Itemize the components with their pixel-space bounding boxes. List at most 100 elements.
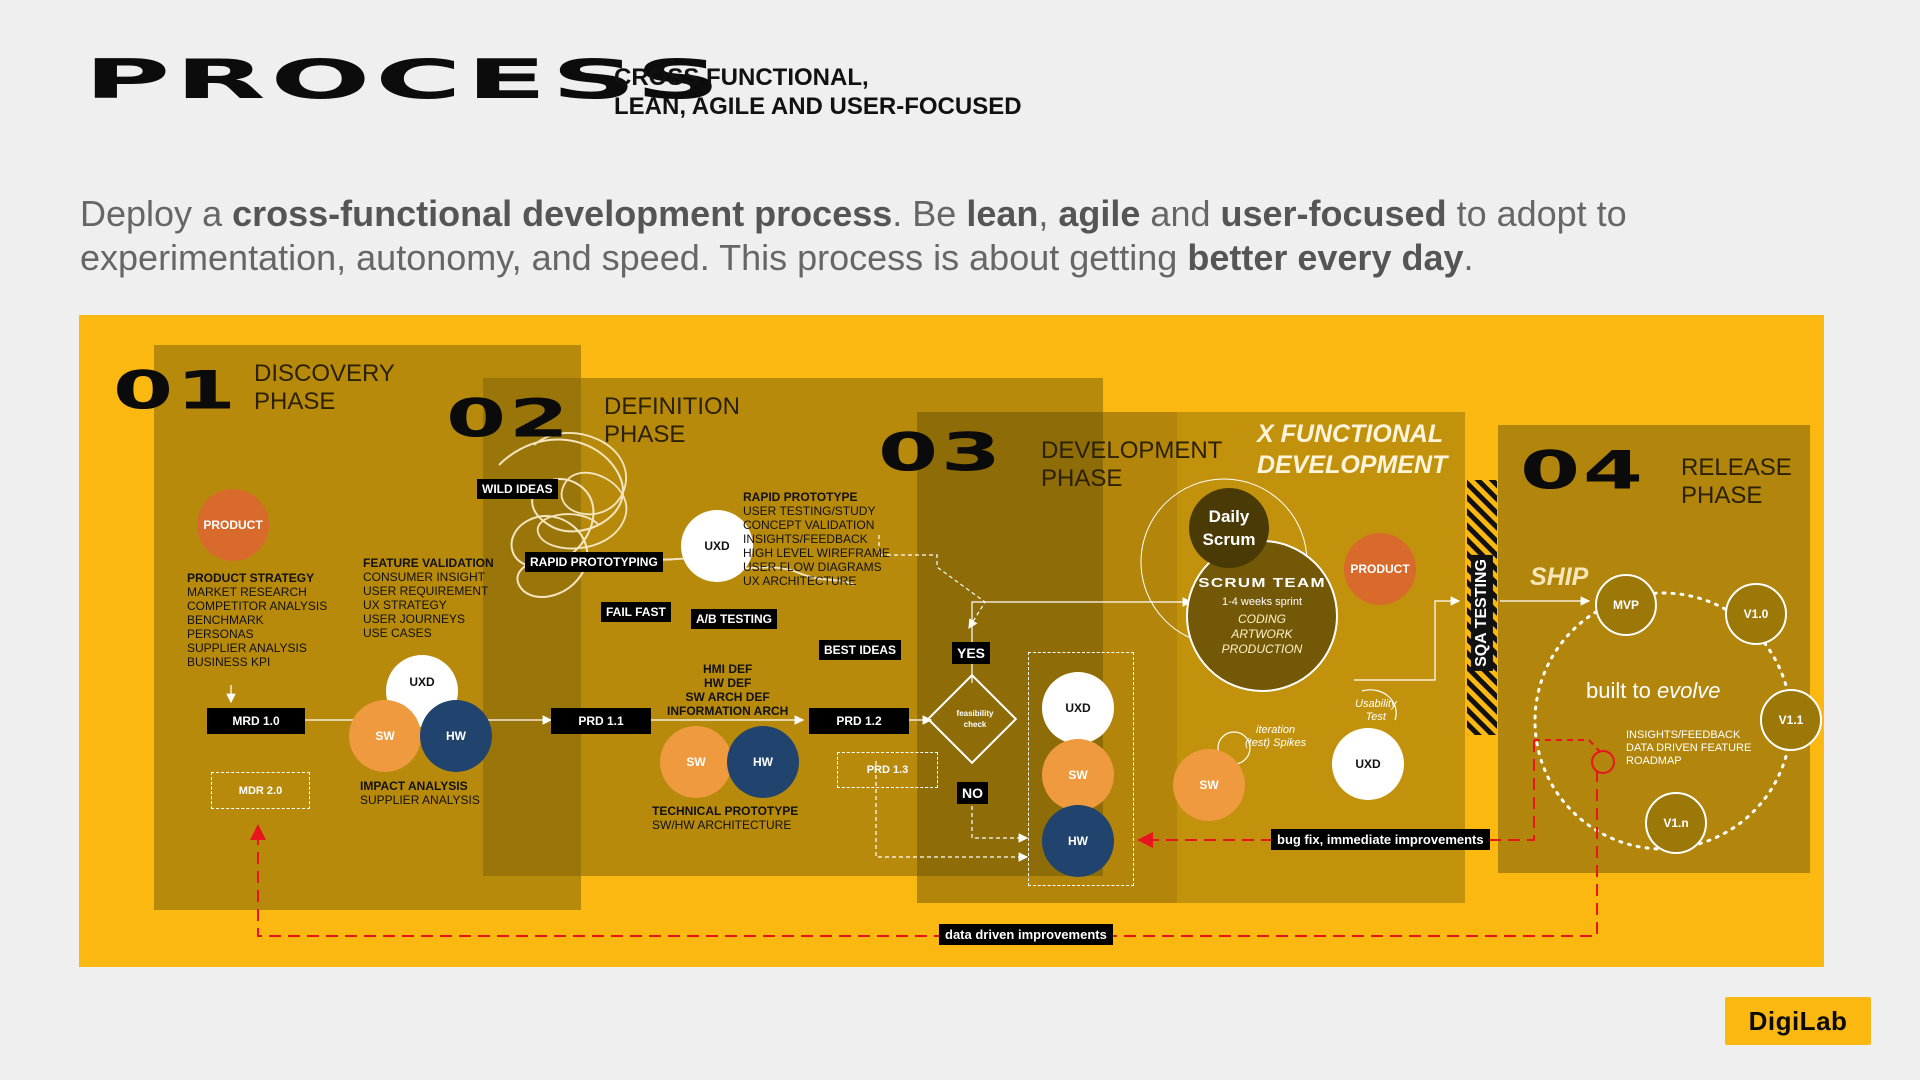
- phase-name-line: PHASE: [1681, 482, 1763, 509]
- list-item: USER JOURNEYS: [363, 612, 466, 626]
- list-item: MARKET RESEARCH: [187, 585, 307, 599]
- evolve-text: built to: [1586, 678, 1657, 703]
- hw-circle: HW: [1042, 805, 1114, 877]
- intro-text: and: [1140, 193, 1221, 234]
- list-item: COMPETITOR ANALYSIS: [187, 599, 328, 613]
- xfunctional-line: X FUNCTIONAL: [1257, 420, 1444, 448]
- feasibility-line: feasibility: [956, 709, 994, 718]
- list-item: USER FLOW DIAGRAMS: [743, 560, 882, 574]
- uxd-circle: UXD: [681, 510, 753, 582]
- list-item: INFORMATION ARCH: [667, 704, 789, 718]
- uxd-circle: UXD: [1042, 672, 1114, 744]
- list-item: CONSUMER INSIGHT: [363, 570, 486, 584]
- usability-loop: [1361, 689, 1397, 721]
- list-item: TECHNICAL PROTOTYPE: [652, 804, 799, 818]
- digilab-logo: DigiLab: [1725, 997, 1871, 1045]
- phase-name-line: DEFINITION: [604, 393, 740, 420]
- page-title: PROCESS: [84, 46, 726, 112]
- built-to-evolve-label: built to evolve: [1586, 678, 1721, 704]
- list-item: SUPPLIER ANALYSIS: [187, 641, 307, 655]
- phase-03-name: DEVELOPMENT PHASE: [1041, 437, 1222, 493]
- list-item: DATA DRIVEN FEATURE: [1626, 742, 1752, 754]
- hw-circle: HW: [727, 726, 799, 798]
- connector: [878, 535, 986, 630]
- feasibility-check-label: feasibility check: [937, 708, 1013, 730]
- list-item: ARTWORK: [1231, 627, 1293, 641]
- iteration-line: (test) Spikes: [1245, 737, 1307, 749]
- list-item: PRODUCTION: [1221, 642, 1303, 656]
- intro-paragraph: Deploy a cross-functional development pr…: [80, 192, 1640, 280]
- mrd-block: MRD 1.0: [207, 708, 305, 734]
- list-item: HIGH LEVEL WIREFRAME: [743, 546, 890, 560]
- list-item: USER REQUIREMENT: [363, 584, 489, 598]
- phase-name-line: PHASE: [1041, 465, 1123, 492]
- yes-tag: YES: [952, 642, 991, 664]
- mvp-circle: MVP: [1595, 574, 1657, 636]
- intro-emphasis: lean: [966, 193, 1039, 234]
- sw-circle: SW: [1173, 749, 1245, 821]
- definition-phase-panel: [483, 378, 1103, 876]
- list-item: RAPID PROTOTYPE: [743, 490, 858, 504]
- list-item: UX STRATEGY: [363, 598, 447, 612]
- release-phase-panel: [1498, 425, 1810, 873]
- data-driven-feedback-line: [250, 770, 1598, 937]
- hw-circle: HW: [420, 700, 492, 772]
- feasibility-line: check: [963, 720, 987, 729]
- intro-text: .: [1463, 237, 1474, 278]
- list-item: CODING: [1237, 612, 1286, 626]
- phase-04-number: 04: [1520, 440, 1646, 502]
- list-item: UX ARCHITECTURE: [743, 574, 857, 588]
- xfunctional-title: X FUNCTIONAL DEVELOPMENT: [1257, 419, 1447, 481]
- iteration-line: iteration: [1256, 724, 1296, 736]
- sw-circle: SW: [660, 726, 732, 798]
- phase-01-name: DISCOVERY PHASE: [254, 360, 395, 416]
- process-board: 01 DISCOVERY PHASE 02 DEFINITION PHASE 0…: [79, 315, 1824, 967]
- connector: [1534, 739, 1604, 756]
- list-item: ROADMAP: [1626, 755, 1682, 767]
- daily-scrum-line: Daily: [1208, 507, 1250, 526]
- intro-emphasis: better every day: [1187, 237, 1464, 278]
- phase-name-line: PHASE: [254, 388, 336, 415]
- usability-line: Test: [1365, 711, 1386, 723]
- list-item: USER TESTING/STUDY: [743, 504, 876, 518]
- sw-circle: SW: [349, 700, 421, 772]
- release-loop-icon: [1591, 750, 1615, 774]
- product-circle: PRODUCT: [1344, 533, 1416, 605]
- subtitle-line-1: CROSS FUNCTIONAL,: [614, 64, 869, 91]
- mdr-block: MDR 2.0: [211, 772, 310, 809]
- list-item: BUSINESS KPI: [187, 655, 271, 669]
- bug-fix-tag: bug fix, immediate improvements: [1271, 829, 1490, 850]
- best-ideas-tag: BEST IDEAS: [819, 640, 902, 660]
- scrum-team-title: SCRUM TEAM: [1198, 575, 1326, 590]
- intro-emphasis: agile: [1058, 193, 1141, 234]
- sqa-testing-text: SQA TESTING: [1471, 554, 1494, 671]
- list-item: INSIGHTS/FEEDBACK: [1626, 729, 1741, 741]
- ab-testing-tag: A/B TESTING: [691, 609, 778, 629]
- usability-test-label: Usability Test: [1355, 698, 1397, 724]
- list-item: INSIGHTS/FEEDBACK: [743, 532, 868, 546]
- connector: [875, 761, 1029, 862]
- wild-ideas-tag: WILD IDEAS: [477, 479, 558, 499]
- list-item: SUPPLIER ANALYSIS: [360, 793, 480, 807]
- connector: [1354, 596, 1461, 681]
- phase-name-line: DEVELOPMENT: [1041, 437, 1223, 464]
- sw-circle: SW: [1042, 739, 1114, 811]
- usability-line: Usability: [1355, 698, 1397, 710]
- data-driven-tag: data driven improvements: [939, 924, 1113, 945]
- scrum-sprint-length: 1-4 weeks sprint: [1221, 596, 1303, 608]
- list-item: HW DEF: [704, 676, 752, 690]
- iteration-spikes-label: iteration (test) Spikes: [1245, 724, 1306, 750]
- fail-fast-tag: FAIL FAST: [601, 602, 671, 622]
- bug-fix-feedback-line: [1137, 740, 1535, 848]
- v1-0-circle: V1.0: [1725, 583, 1787, 645]
- prd-1-2-block: PRD 1.2: [809, 708, 909, 734]
- intro-emphasis: cross-functional development process: [232, 193, 893, 234]
- list-item: IMPACT ANALYSIS: [360, 779, 468, 793]
- phase-04-name: RELEASE PHASE: [1681, 454, 1792, 510]
- no-tag: NO: [957, 782, 988, 804]
